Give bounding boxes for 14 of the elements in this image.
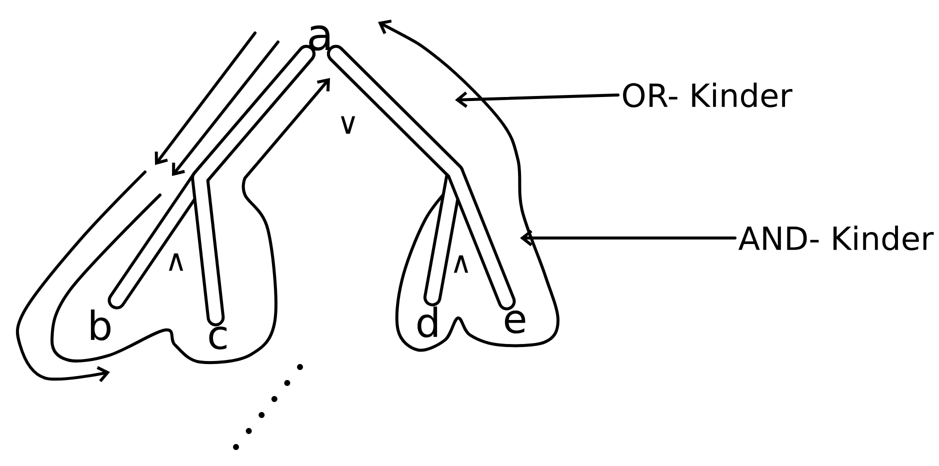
operator-symbol: ∨ (340, 116, 356, 134)
tree-branch (326, 44, 516, 310)
tree-branch (191, 44, 316, 326)
leader-arrow (455, 92, 620, 108)
leader-arrow (520, 230, 736, 246)
tree-node-letter: d (418, 306, 438, 338)
operator-symbol: ∧ (168, 253, 184, 271)
tree-node-letter: a (309, 25, 330, 51)
tree-node-letter: c (209, 326, 227, 350)
operator-symbol: ∧ (454, 255, 468, 273)
annotation-text: AND- Kinder (738, 226, 934, 250)
tree-node-letter: e (504, 310, 526, 334)
tree-node-letter: b (90, 310, 110, 340)
annotation-text: OR- Kinder (623, 82, 792, 108)
